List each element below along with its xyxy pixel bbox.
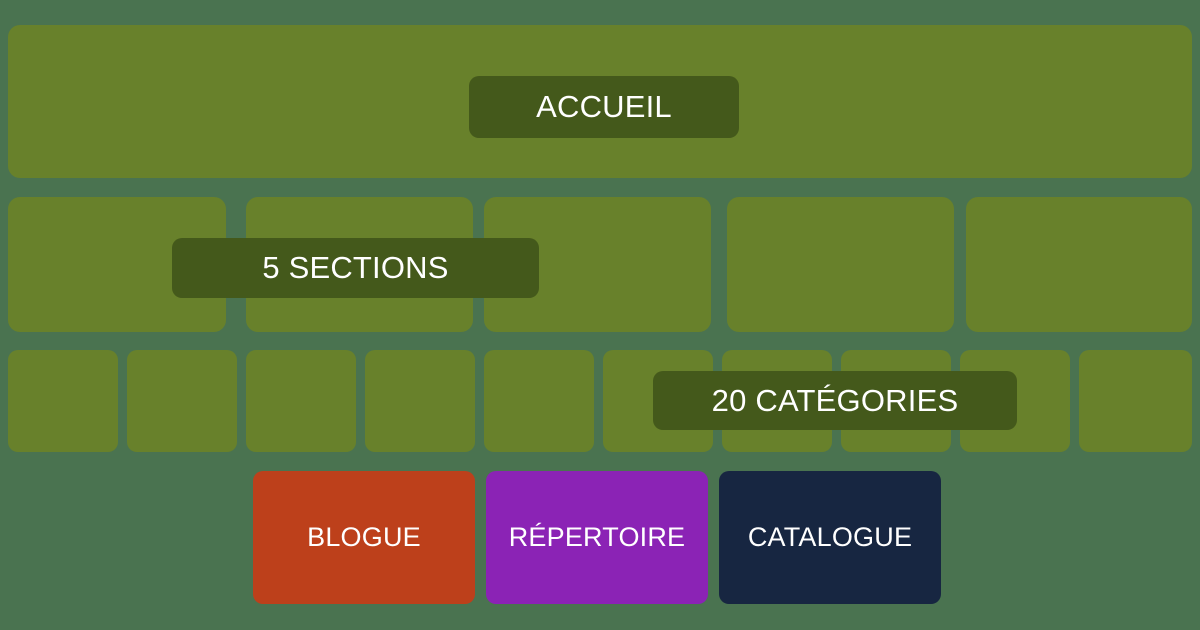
destination-catalogue[interactable]: CATALOGUE — [719, 471, 941, 604]
category-tile[interactable] — [365, 350, 475, 452]
badge-sections-label: 5 SECTIONS — [262, 250, 449, 285]
badge-accueil[interactable]: ACCUEIL — [469, 76, 739, 138]
badge-accueil-label: ACCUEIL — [536, 89, 672, 124]
badge-categories[interactable]: 20 CATÉGORIES — [653, 371, 1017, 430]
category-tile[interactable] — [484, 350, 594, 452]
badge-sections[interactable]: 5 SECTIONS — [172, 238, 539, 298]
destination-catalogue-label: CATALOGUE — [747, 522, 913, 552]
section-tile[interactable] — [727, 197, 954, 332]
destination-repertoire-label: RÉPERTOIRE — [508, 522, 686, 552]
category-tile[interactable] — [1079, 350, 1192, 452]
section-tile[interactable] — [966, 197, 1192, 332]
destination-blogue-label: BLOGUE — [307, 522, 421, 552]
destination-blogue[interactable]: BLOGUE — [253, 471, 475, 604]
category-tile[interactable] — [127, 350, 237, 452]
category-tile[interactable] — [246, 350, 356, 452]
badge-categories-label: 20 CATÉGORIES — [711, 382, 959, 418]
category-tile[interactable] — [8, 350, 118, 452]
destination-repertoire[interactable]: RÉPERTOIRE — [486, 471, 708, 604]
